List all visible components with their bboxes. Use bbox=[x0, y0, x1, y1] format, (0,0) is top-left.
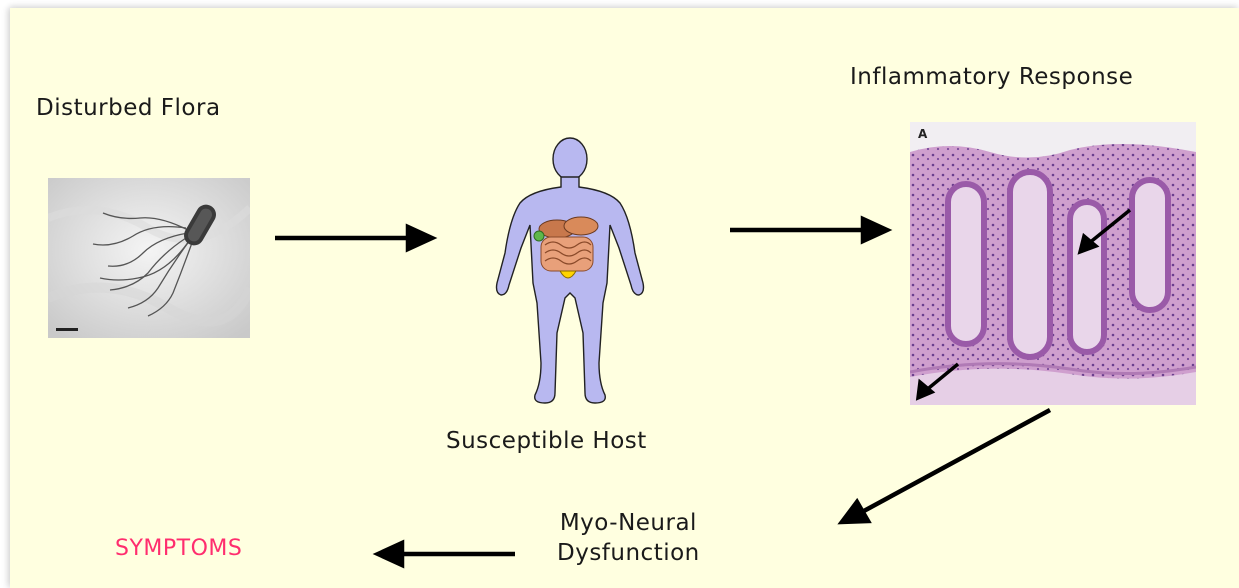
myo-neural-line1: Myo-Neural bbox=[557, 508, 700, 538]
diagram-slide: Disturbed Flora Inflammatory Response Su… bbox=[10, 8, 1239, 588]
arrow-inflammation-to-dysfunction bbox=[842, 410, 1050, 522]
arrow-host-to-inflammation bbox=[730, 219, 887, 241]
histology-panel-letter: A bbox=[918, 127, 928, 141]
bacteria-micrograph-image bbox=[48, 178, 250, 338]
susceptible-host-label: Susceptible Host bbox=[446, 428, 647, 454]
symptoms-label: SYMPTOMS bbox=[115, 536, 242, 561]
inflammatory-response-label: Inflammatory Response bbox=[850, 64, 1133, 90]
arrow-flora-to-host bbox=[275, 227, 432, 249]
myo-neural-line2: Dysfunction bbox=[557, 538, 700, 568]
histology-micrograph-image: A bbox=[910, 122, 1196, 405]
arrow-dysfunction-to-symptoms bbox=[378, 543, 515, 565]
disturbed-flora-label: Disturbed Flora bbox=[36, 95, 221, 121]
susceptible-host-figure bbox=[475, 133, 665, 408]
myo-neural-dysfunction-label: Myo-Neural Dysfunction bbox=[557, 508, 700, 568]
